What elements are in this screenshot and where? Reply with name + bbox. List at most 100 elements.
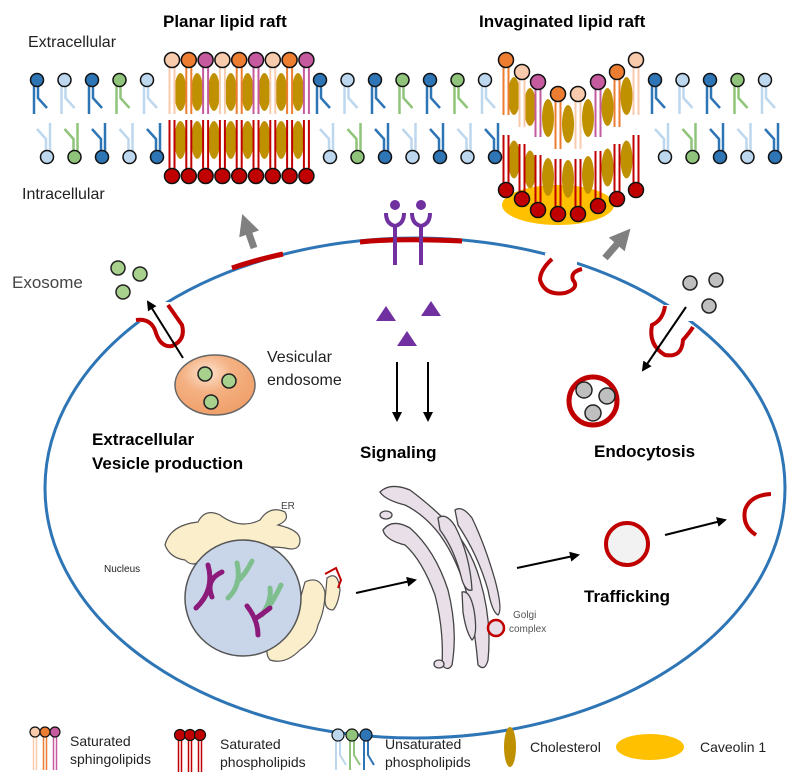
- cholesterol: [241, 73, 254, 111]
- saturated-phospholipid: [264, 120, 282, 185]
- legend-label: phospholipids: [220, 754, 306, 770]
- saturated-sphingolipid: [281, 51, 298, 114]
- saturated-sphingolipid: [264, 51, 282, 114]
- lipid-head: [340, 72, 355, 88]
- er-fragment: [324, 575, 341, 611]
- exosomes: [110, 260, 148, 300]
- saturated-sphingolipid: [163, 51, 181, 114]
- endocytosis-cargo: [682, 272, 724, 314]
- saturated-phospholipid: [247, 120, 265, 185]
- lipid-head: [112, 72, 127, 88]
- cholesterol: [582, 156, 594, 194]
- legend-item-cholesterol: Cholesterol: [504, 727, 601, 767]
- saturated-phospholipid: [549, 159, 567, 223]
- cholesterol: [258, 73, 271, 111]
- lipid-tail-kinked: [339, 735, 347, 766]
- lipid-head: [163, 167, 181, 185]
- cholesterol: [524, 150, 536, 189]
- lipid-head: [247, 51, 265, 69]
- unsaturated-phospholipid: [139, 72, 158, 114]
- nucleus-label: Nucleus: [104, 564, 140, 575]
- planar-lipid-raft: [163, 51, 315, 185]
- vesicle-to-membrane-arrow: [664, 517, 727, 536]
- golgi-vesicle: [433, 659, 445, 669]
- lipid-head: [405, 149, 420, 165]
- endocytosis-invagination: [649, 305, 698, 358]
- unsaturated-lipids-inner-left: [36, 123, 165, 165]
- legend-item-caveolin: Caveolin 1: [616, 734, 766, 760]
- unsaturated-phospholipid-icon: [331, 728, 375, 770]
- unsaturated-phospholipid: [764, 123, 783, 165]
- gray-arrow-to-invaginated-raft: [602, 228, 631, 261]
- lipid-head: [230, 51, 248, 69]
- saturated-phospholipid: [197, 120, 214, 185]
- lipid-head: [608, 63, 626, 81]
- lipid-head: [180, 51, 198, 69]
- golgi-cisterna: [382, 522, 455, 670]
- endosome-vesicle: [203, 394, 219, 410]
- lipid-head: [29, 72, 45, 88]
- golgi-cisterna: [437, 515, 473, 591]
- lipid-head: [702, 72, 718, 88]
- signal-triangle: [421, 301, 441, 316]
- caveolae-invagination: [537, 253, 583, 296]
- er-label: ER: [281, 501, 295, 512]
- saturated-sphingolipid: [197, 51, 214, 114]
- lipid-head: [281, 167, 298, 185]
- lipid-head: [497, 181, 515, 199]
- invaginated-lipid-raft: [497, 51, 645, 225]
- lipid-head: [197, 167, 214, 185]
- lipid-head: [173, 728, 187, 742]
- unsaturated-lipids-inner-right: [654, 123, 783, 165]
- cholesterol: [174, 121, 187, 159]
- saturated-phospholipid: [214, 120, 231, 185]
- cholesterol: [542, 99, 554, 137]
- unsaturated-phospholipid: [647, 72, 666, 114]
- unsaturated-phospholipid: [36, 123, 55, 165]
- cholesterol: [524, 88, 536, 126]
- saturated-sphingolipid: [529, 73, 547, 137]
- legend-label: phospholipids: [385, 754, 471, 770]
- cholesterol: [275, 73, 288, 111]
- saturated-sphingolipid: [497, 51, 515, 115]
- lipid-head: [264, 167, 282, 185]
- legend-label: Unsaturated: [385, 736, 461, 752]
- legend-label: Caveolin 1: [700, 739, 766, 755]
- lipid-head: [149, 149, 165, 165]
- legend-label: Cholesterol: [530, 739, 601, 755]
- unsaturated-phospholipid: [346, 123, 365, 165]
- er-to-golgi-arrow: [355, 576, 417, 594]
- saturated-sphingolipid: [247, 51, 265, 114]
- cholesterol: [174, 73, 187, 111]
- lipid-head: [647, 72, 663, 88]
- lipid-head: [39, 149, 55, 165]
- saturated-sphingolipid: [513, 63, 531, 127]
- membrane-bilayer: [29, 72, 783, 165]
- intracellular-label: Intracellular: [22, 186, 105, 203]
- trafficking-label: Trafficking: [584, 587, 670, 606]
- exosome-budding: [130, 302, 185, 349]
- unsaturated-phospholipid: [374, 123, 393, 165]
- unsaturated-phospholipid: [450, 72, 469, 114]
- gray-arrow-to-planar-raft: [239, 214, 260, 250]
- legend-item-saturated-phospholipids: Saturated phospholipids: [173, 728, 306, 772]
- endosome-vesicle: [197, 366, 213, 382]
- unsaturated-lipids-outer-middle: [312, 72, 496, 114]
- ev-production-label-2: Vesicle production: [92, 454, 243, 473]
- receptor: [410, 200, 432, 265]
- cholesterol: [191, 121, 204, 159]
- cholesterol: [208, 121, 220, 159]
- golgi-label-1: Golgi: [513, 610, 536, 621]
- saturated-phospholipid: [627, 135, 645, 199]
- unsaturated-phospholipid: [146, 123, 165, 165]
- legend: Saturated sphingolipids Saturated phosph…: [29, 726, 766, 772]
- saturated-phospholipid: [230, 120, 248, 185]
- lipid-head: [193, 728, 207, 742]
- unsaturated-phospholipid: [118, 123, 137, 165]
- legend-label: Saturated: [220, 736, 281, 752]
- lipid-head: [298, 51, 315, 69]
- lipid-head: [84, 72, 100, 88]
- lipid-head: [675, 72, 690, 88]
- unsaturated-phospholipid: [702, 72, 721, 114]
- unsaturated-phospholipid: [63, 123, 82, 165]
